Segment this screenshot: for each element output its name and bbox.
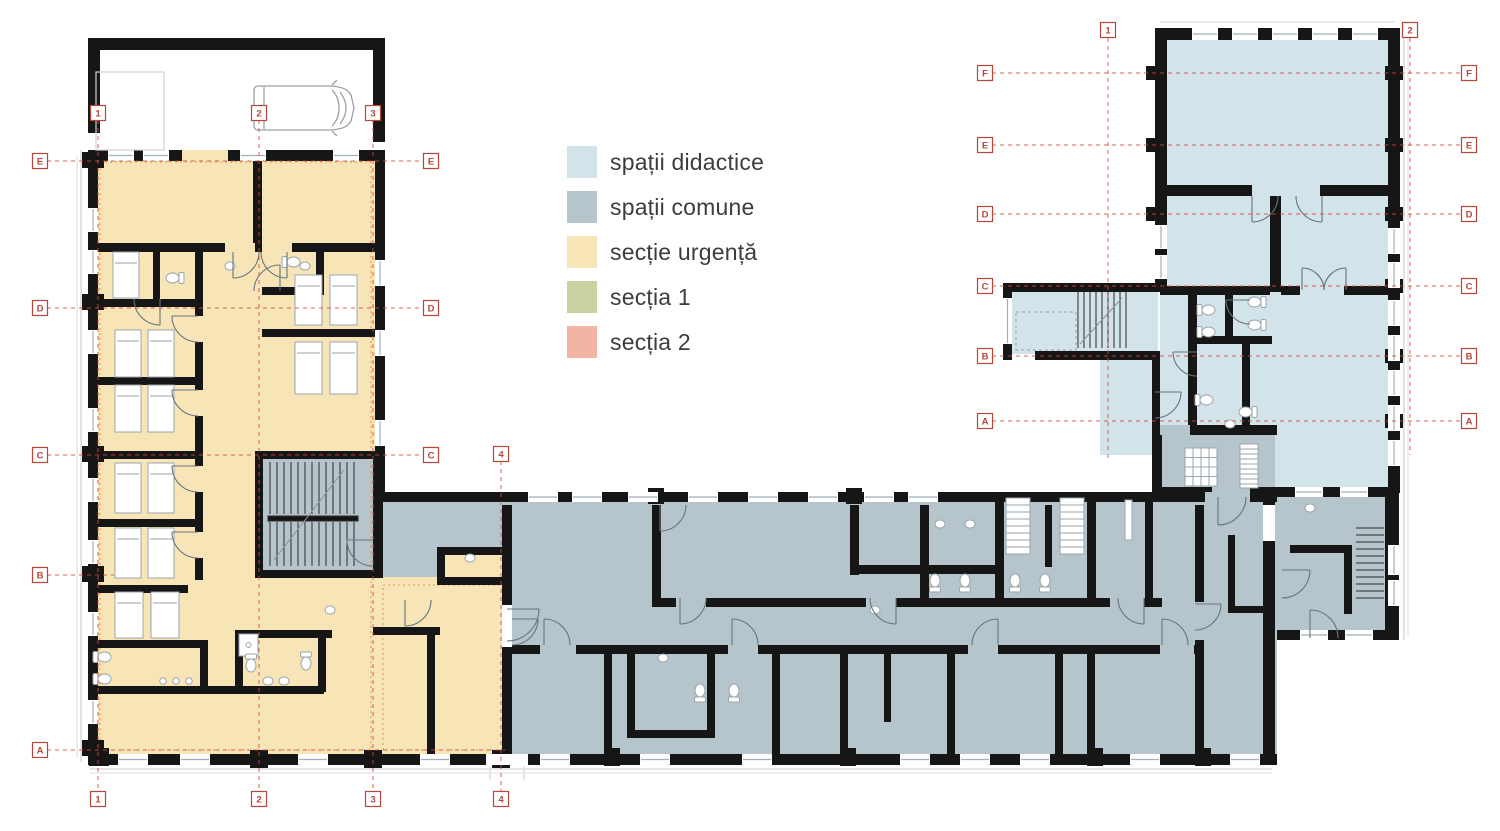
grid-marker-label: B xyxy=(37,570,44,581)
legend-label: secția 2 xyxy=(610,328,691,355)
grid-marker-E: E xyxy=(1460,136,1478,154)
door-gaps xyxy=(182,150,1344,765)
grid-marker-D: D xyxy=(31,299,49,317)
grid-layer: 1 1 2 2 3 3 4 4 E E D D C C B A 1 2 F F … xyxy=(31,21,1478,808)
grid-marker-D: D xyxy=(422,299,440,317)
grid-marker-2: 2 xyxy=(250,104,268,122)
grid-marker-C: C xyxy=(422,446,440,464)
grid-marker-A: A xyxy=(31,741,49,759)
legend-label: spații didactice xyxy=(610,148,765,175)
grid-marker-label: 2 xyxy=(256,794,261,805)
grid-marker-D: D xyxy=(976,205,994,223)
grid-marker-label: D xyxy=(428,303,435,314)
grid-marker-label: D xyxy=(982,209,989,220)
grid-marker-E: E xyxy=(976,136,994,154)
grid-marker-label: F xyxy=(1466,68,1472,79)
legend-swatch xyxy=(567,146,597,178)
legend-item: secție urgență xyxy=(567,236,764,268)
grid-marker-label: C xyxy=(1466,281,1473,292)
grid-marker-C: C xyxy=(31,446,49,464)
legend-swatch xyxy=(567,236,597,268)
grid-marker-label: 4 xyxy=(498,794,504,805)
legend: spații didactice spații comune secție ur… xyxy=(567,146,764,358)
legend-item: spații didactice xyxy=(567,146,764,178)
legend-item: spații comune xyxy=(567,191,764,223)
grid-marker-3: 3 xyxy=(364,790,382,808)
grid-marker-E: E xyxy=(422,152,440,170)
grid-marker-B: B xyxy=(31,566,49,584)
grid-marker-B: B xyxy=(1460,347,1478,365)
grid-marker-label: E xyxy=(1466,140,1472,151)
grid-marker-E: E xyxy=(31,152,49,170)
grid-marker-label: 3 xyxy=(370,108,375,119)
sidewalk-lines xyxy=(76,21,1409,780)
grid-marker-label: D xyxy=(1466,209,1473,220)
grid-marker-label: E xyxy=(982,140,988,151)
legend-label: secția 1 xyxy=(610,283,691,310)
grid-marker-1: 1 xyxy=(89,790,107,808)
legend-item: secția 2 xyxy=(567,326,764,358)
grid-marker-F: F xyxy=(976,64,994,82)
legend-swatch xyxy=(567,191,597,223)
grid-marker-label: 4 xyxy=(498,449,504,460)
grid-marker-F: F xyxy=(1460,64,1478,82)
legend-label: secție urgență xyxy=(610,238,758,265)
grid-marker-4: 4 xyxy=(492,790,510,808)
grid-marker-4: 4 xyxy=(492,445,510,463)
grid-marker-label: 3 xyxy=(370,794,375,805)
legend-label: spații comune xyxy=(610,193,755,220)
grid-marker-label: 1 xyxy=(1105,25,1111,36)
grid-marker-A: A xyxy=(976,412,994,430)
shelving xyxy=(238,443,1259,657)
grid-marker-B: B xyxy=(976,347,994,365)
canopy-bay-outline xyxy=(95,71,165,151)
grid-marker-2: 2 xyxy=(250,790,268,808)
grid-marker-label: D xyxy=(37,303,44,314)
grid-marker-label: 2 xyxy=(1407,25,1412,36)
grid-marker-label: A xyxy=(1466,416,1473,427)
grid-marker-1: 1 xyxy=(1099,21,1117,39)
grid-marker-1: 1 xyxy=(89,104,107,122)
grid-marker-D: D xyxy=(1460,205,1478,223)
grid-marker-label: B xyxy=(1466,351,1473,362)
grid-marker-label: F xyxy=(982,68,988,79)
grid-marker-label: B xyxy=(982,351,989,362)
grid-marker-label: C xyxy=(37,450,44,461)
grid-marker-label: E xyxy=(428,156,434,167)
grid-marker-label: E xyxy=(37,156,43,167)
grid-marker-label: C xyxy=(982,281,989,292)
grid-marker-label: C xyxy=(428,450,435,461)
toilets xyxy=(92,256,1267,703)
grid-marker-A: A xyxy=(1460,412,1478,430)
grid-marker-label: 1 xyxy=(95,108,101,119)
grid-marker-label: 2 xyxy=(256,108,261,119)
beds xyxy=(112,251,358,639)
grid-marker-label: A xyxy=(982,416,989,427)
grid-marker-label: A xyxy=(37,745,44,756)
grid-marker-2: 2 xyxy=(1401,21,1419,39)
windows xyxy=(88,28,1400,765)
legend-swatch xyxy=(567,326,597,358)
grid-marker-label: 1 xyxy=(95,794,101,805)
ambulance-van xyxy=(253,79,355,137)
grid-marker-3: 3 xyxy=(364,104,382,122)
legend-item: secția 1 xyxy=(567,281,764,313)
legend-swatch xyxy=(567,281,597,313)
grid-marker-C: C xyxy=(1460,277,1478,295)
door-arcs xyxy=(133,195,1347,646)
grid-marker-C: C xyxy=(976,277,994,295)
canopy xyxy=(95,71,355,151)
